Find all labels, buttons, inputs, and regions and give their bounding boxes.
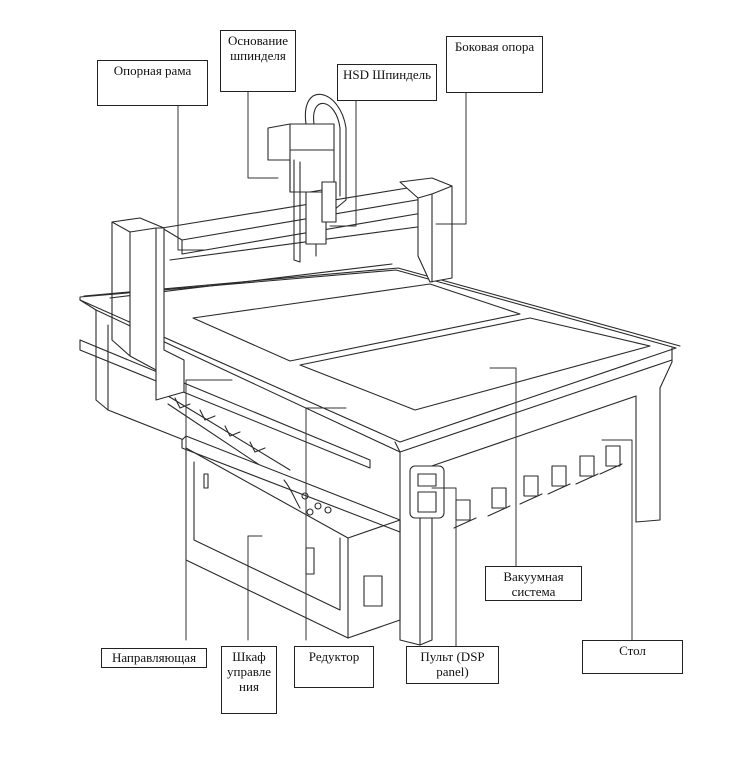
control-cabinet-shape <box>181 435 401 639</box>
label-guide: Направляющая <box>101 648 207 668</box>
label-reducer: Редуктор <box>294 646 374 688</box>
label-support-frame: Опорная рама <box>97 60 208 106</box>
label-table: Стол <box>582 640 683 674</box>
spindle-carriage <box>267 93 347 263</box>
gantry-beam <box>161 185 441 261</box>
right-side-support <box>399 177 453 283</box>
dsp-pendant <box>409 465 445 519</box>
label-spindle-base: Основание шпинделя <box>220 30 296 92</box>
vacuum-valves <box>453 445 623 529</box>
table-body <box>79 299 673 646</box>
leader-lines <box>177 91 633 647</box>
left-side-support <box>111 217 185 401</box>
label-hsd-spindle: HSD Шпиндель <box>337 64 437 101</box>
label-vacuum-system: Вакуумная система <box>485 566 582 601</box>
label-side-support: Боковая опора <box>446 36 543 93</box>
table-top <box>79 263 681 453</box>
label-dsp-panel: Пульт (DSP panel) <box>406 646 499 684</box>
label-control-cabinet: Шкаф управле ния <box>221 646 277 714</box>
